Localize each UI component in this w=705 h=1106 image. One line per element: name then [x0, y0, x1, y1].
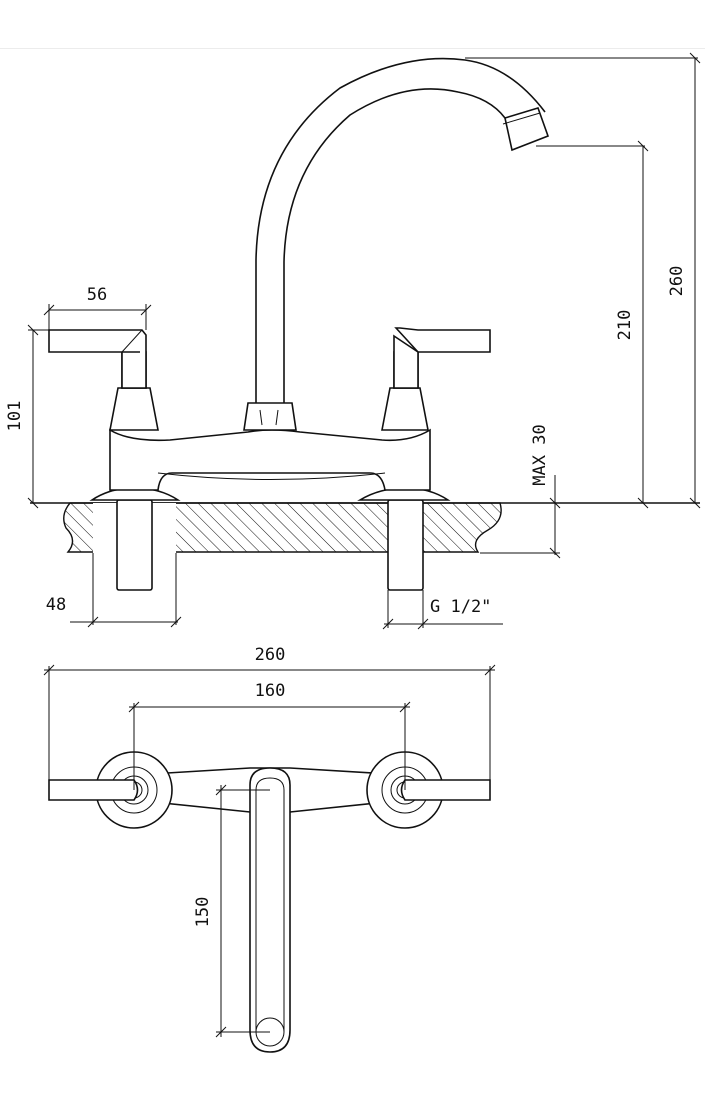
dim-48-label: 48 [46, 595, 66, 615]
top-view: 260 160 150 [43, 645, 496, 1053]
dim-101-label: 101 [5, 401, 25, 432]
dim-56-label: 56 [87, 285, 107, 305]
right-shank [387, 499, 424, 591]
right-valve-head [381, 387, 429, 431]
dim-thread-label: G 1/2" [430, 597, 491, 617]
dim-260-width-label: 260 [255, 645, 286, 665]
left-handle-lever[interactable] [48, 329, 147, 389]
spout-top [249, 767, 291, 1053]
faucet-body [109, 428, 431, 491]
spout-base-nut [243, 402, 297, 431]
left-handle-top[interactable] [48, 779, 139, 801]
dim-160-label: 160 [255, 681, 286, 701]
top-strip [0, 0, 705, 49]
body-center-line [157, 472, 386, 480]
left-valve-head [109, 387, 159, 431]
spout-gooseneck [255, 57, 546, 403]
spout-aerator [504, 107, 550, 152]
dim-max30-label: MAX 30 [530, 424, 550, 485]
spout-nut-facets [259, 409, 279, 426]
right-handle-top[interactable] [400, 779, 491, 801]
right-handle-stem [393, 334, 419, 389]
dim-210-label: 210 [615, 310, 635, 341]
left-handle-chamfer [121, 329, 143, 353]
side-elevation: 56 101 210 260 MAX 30 48 [5, 52, 701, 630]
dim-260-height-label: 260 [667, 266, 687, 297]
aerator-ring [502, 112, 541, 125]
left-shank [116, 499, 153, 591]
dim-150-label: 150 [193, 897, 213, 928]
